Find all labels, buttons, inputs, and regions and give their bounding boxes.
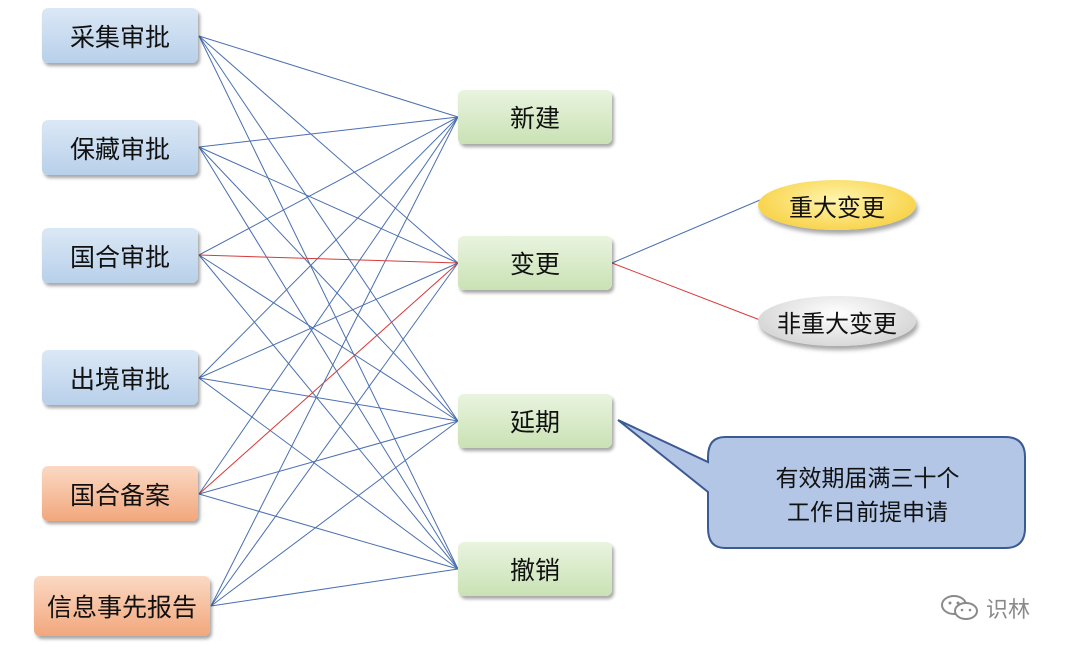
link-caiji-yanqi bbox=[198, 35, 459, 422]
callout-bubble bbox=[617, 419, 1026, 549]
callout-text: 有效期届满三十个 工作日前提申请 bbox=[730, 462, 1005, 530]
link-xinxi-yanqi bbox=[210, 420, 459, 607]
node-label: 新建 bbox=[509, 104, 560, 133]
link-chujing-chexiao bbox=[198, 377, 459, 570]
link-chujing-yanqi bbox=[198, 377, 459, 422]
node-feizhongda: 非重大变更 bbox=[758, 296, 916, 346]
node-xinxi: 信息事先报告 bbox=[34, 576, 210, 636]
node-label: 非重大变更 bbox=[777, 309, 897, 338]
node-zhongda: 重大变更 bbox=[758, 180, 916, 230]
link-baocang-yanqi bbox=[198, 146, 459, 422]
link-biangeng-feizhongda bbox=[611, 262, 761, 321]
node-label: 采集审批 bbox=[69, 22, 170, 52]
link-baocang-chexiao bbox=[198, 146, 459, 570]
watermark: 识林 bbox=[940, 592, 1030, 624]
link-caiji-biangeng bbox=[198, 35, 459, 264]
node-caiji: 采集审批 bbox=[42, 8, 198, 63]
node-guohe-beian: 国合备案 bbox=[42, 466, 198, 521]
link-guohe_beian-chexiao bbox=[198, 493, 459, 570]
link-chujing-biangeng bbox=[198, 262, 459, 379]
link-caiji-chexiao bbox=[198, 35, 459, 570]
node-label: 撤销 bbox=[509, 556, 560, 585]
node-label: 信息事先报告 bbox=[46, 593, 197, 622]
link-biangeng-zhongda bbox=[611, 199, 761, 264]
link-caiji-xinjian bbox=[198, 35, 459, 118]
link-guohe_shenpi-yanqi bbox=[198, 254, 459, 422]
callout-line-1: 有效期届满三十个 bbox=[775, 466, 960, 492]
link-xinxi-xinjian bbox=[210, 116, 459, 607]
link-chujing-xinjian bbox=[198, 116, 459, 379]
node-label: 重大变更 bbox=[789, 193, 885, 222]
node-label: 国合审批 bbox=[69, 242, 170, 272]
node-label: 变更 bbox=[509, 250, 560, 279]
node-label: 国合备案 bbox=[69, 480, 170, 510]
node-yanqi: 延期 bbox=[458, 394, 612, 448]
wechat-icon bbox=[941, 595, 978, 620]
node-biangeng: 变更 bbox=[458, 236, 612, 290]
link-baocang-biangeng bbox=[198, 146, 459, 264]
link-guohe_shenpi-biangeng bbox=[198, 254, 459, 264]
node-label: 延期 bbox=[509, 408, 560, 437]
link-guohe_shenpi-xinjian bbox=[198, 116, 459, 256]
node-guohe-shenpi: 国合审批 bbox=[42, 228, 198, 283]
link-xinxi-chexiao bbox=[210, 568, 459, 607]
node-baocang: 保藏审批 bbox=[42, 120, 198, 175]
link-guohe_shenpi-chexiao bbox=[198, 254, 459, 570]
node-label: 出境审批 bbox=[69, 364, 170, 394]
node-label: 保藏审批 bbox=[69, 134, 170, 164]
link-xinxi-biangeng bbox=[210, 262, 459, 607]
link-baocang-xinjian bbox=[198, 116, 459, 148]
node-chujing: 出境审批 bbox=[42, 350, 198, 405]
link-guohe_beian-yanqi bbox=[198, 420, 459, 495]
node-xinjian: 新建 bbox=[458, 90, 612, 144]
link-guohe_beian-biangeng bbox=[198, 262, 459, 495]
callout-line-2: 工作日前提申请 bbox=[787, 500, 948, 526]
link-guohe_beian-xinjian bbox=[198, 116, 459, 495]
watermark-text: 识林 bbox=[986, 598, 1031, 623]
node-chexiao: 撤销 bbox=[458, 542, 612, 596]
